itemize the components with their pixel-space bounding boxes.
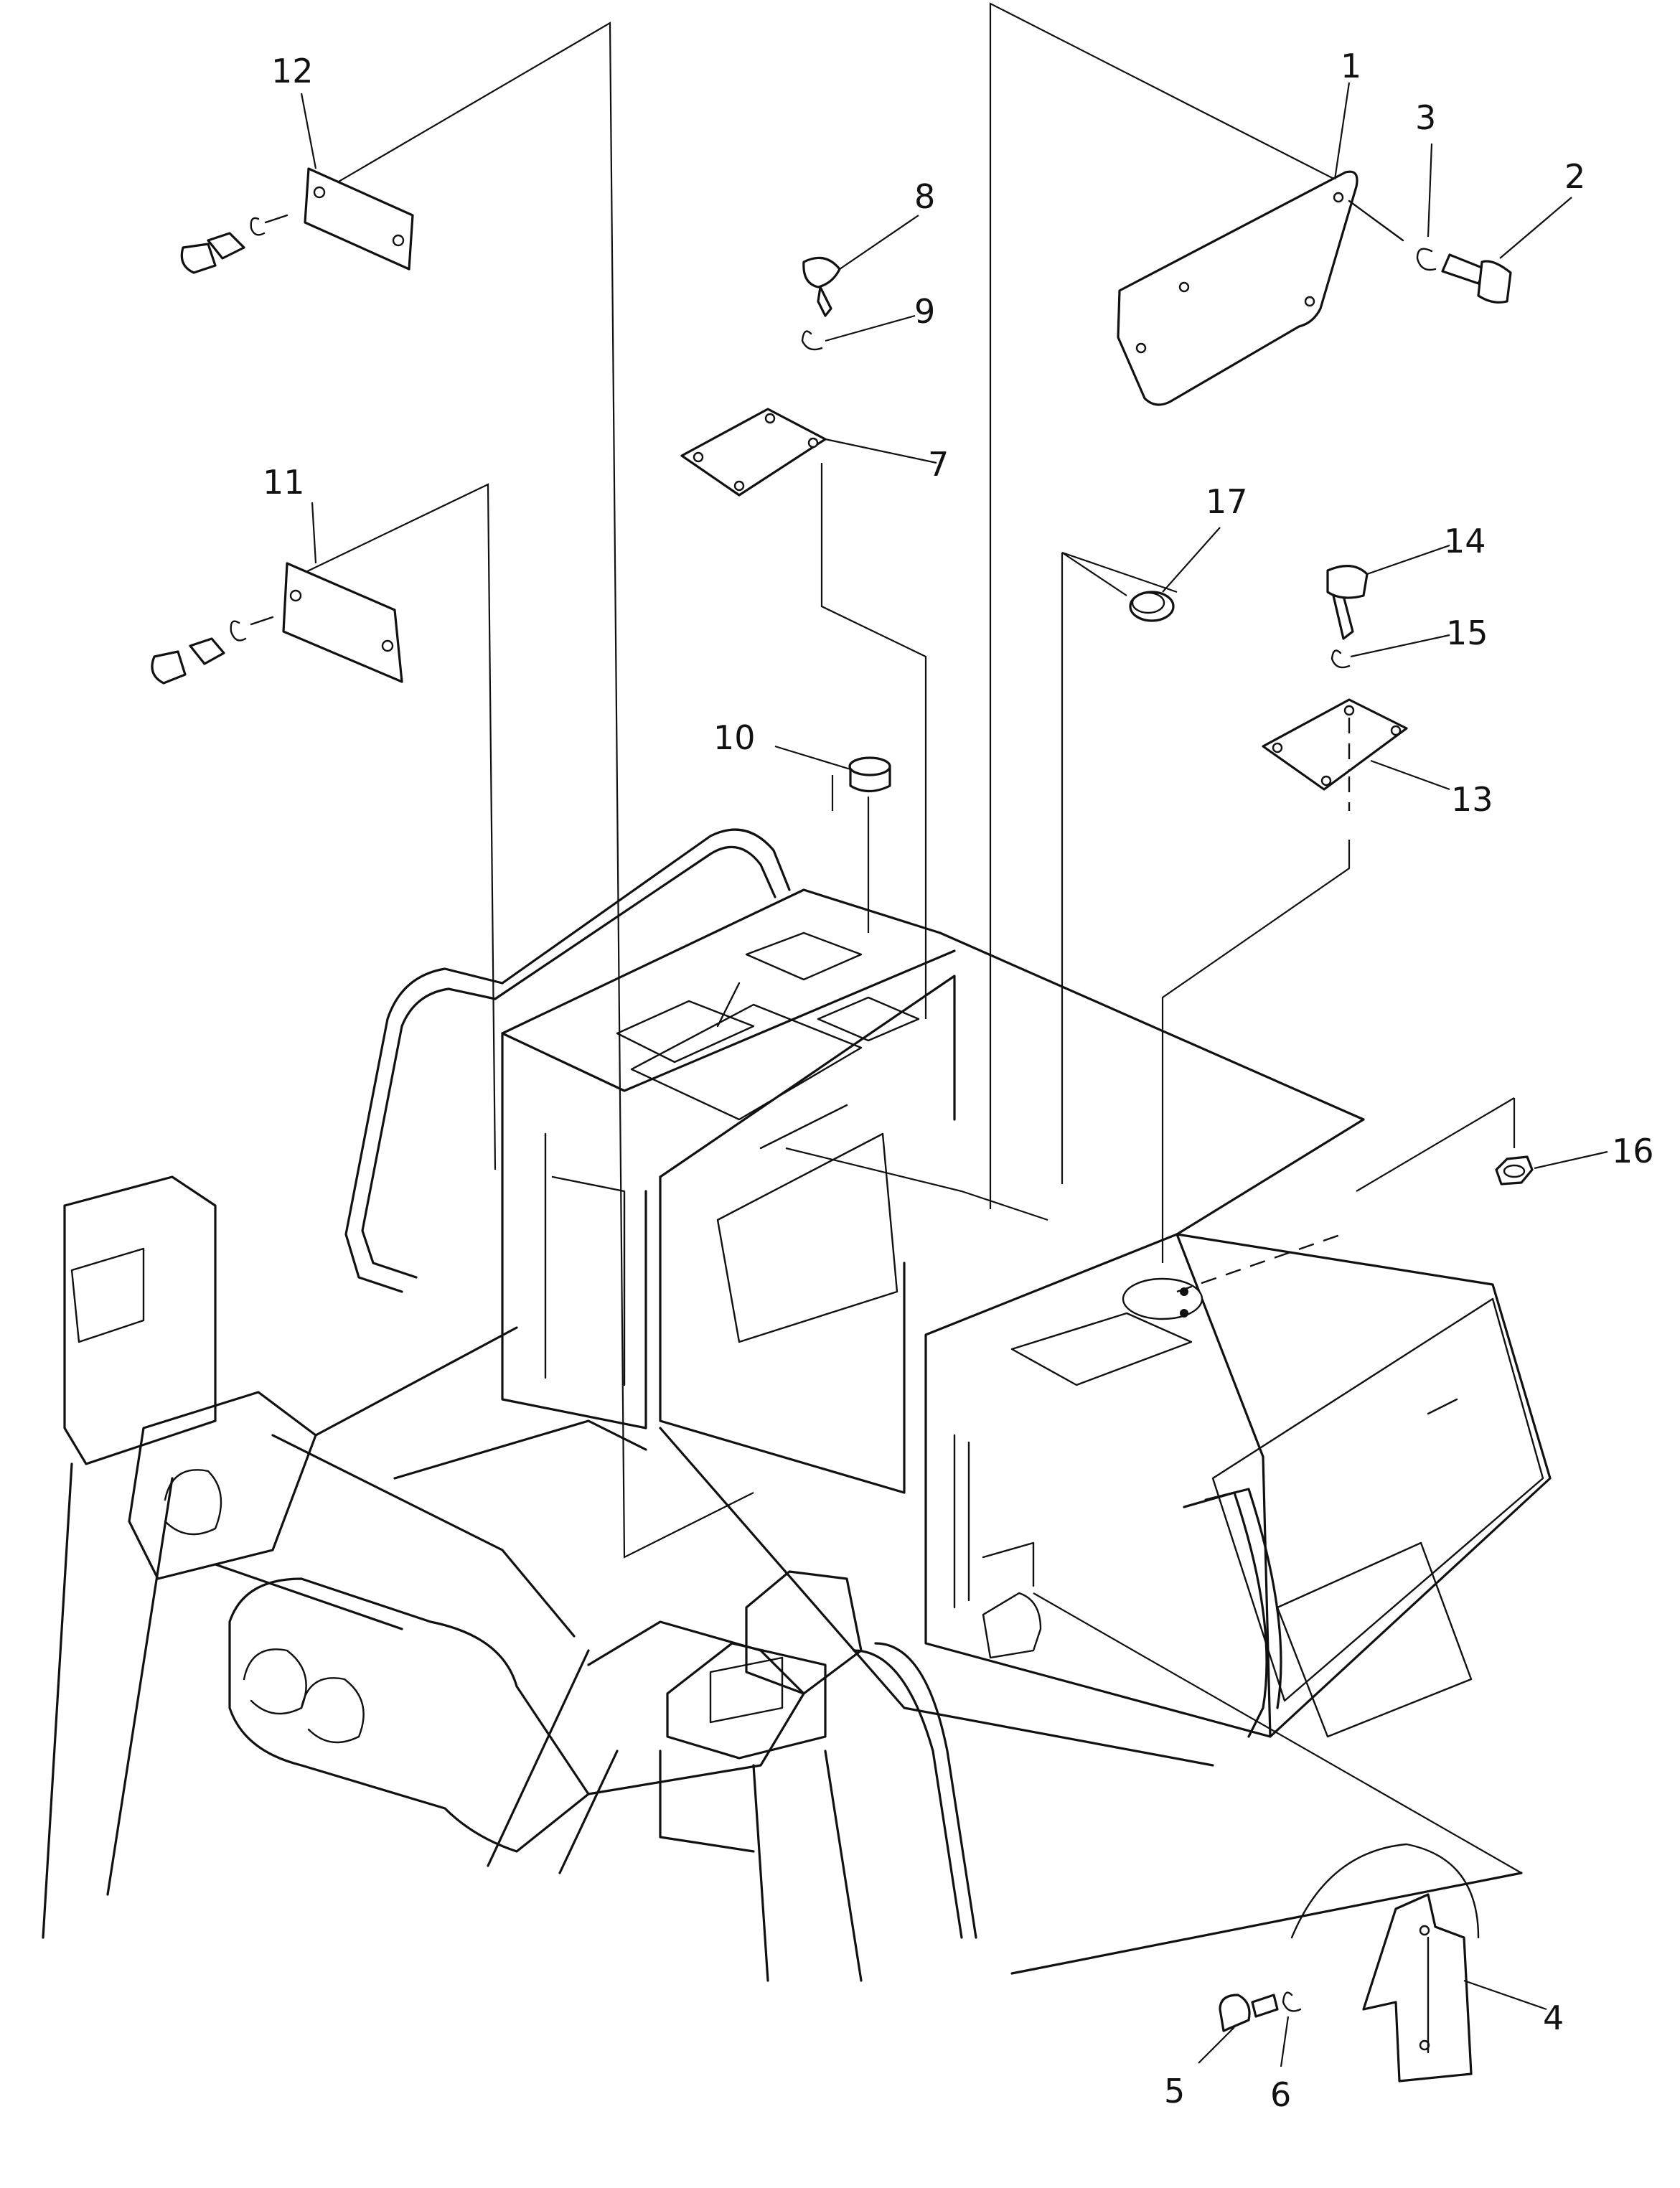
callout-1: 1 — [1341, 47, 1361, 85]
callout-3: 3 — [1415, 98, 1436, 137]
part-1-cover-plate-assembly — [1117, 170, 1512, 406]
callout-12: 12 — [271, 52, 314, 90]
part-17-plug — [1129, 591, 1175, 622]
callout-5: 5 — [1164, 2072, 1185, 2110]
callout-7: 7 — [928, 445, 949, 484]
callout-numbers: 1 2 3 4 5 6 7 8 9 10 11 12 13 14 15 16 1… — [263, 47, 1654, 2114]
callout-15: 15 — [1446, 614, 1488, 652]
part-7-cover-assembly — [680, 256, 841, 497]
callout-leaders — [300, 82, 1608, 2067]
machine-frame — [42, 828, 1552, 1982]
part-13-cover-assembly — [1262, 565, 1408, 791]
callout-8: 8 — [914, 177, 935, 216]
callout-9: 9 — [914, 292, 935, 331]
callout-11: 11 — [263, 463, 305, 502]
callout-4: 4 — [1543, 1999, 1564, 2037]
callout-16: 16 — [1612, 1132, 1654, 1170]
callout-14: 14 — [1444, 522, 1486, 560]
callout-13: 13 — [1451, 780, 1493, 819]
part-4-bracket-assembly — [1219, 1893, 1473, 2083]
callout-17: 17 — [1206, 482, 1248, 521]
callout-6: 6 — [1270, 2075, 1291, 2114]
callout-2: 2 — [1564, 157, 1585, 196]
callout-10: 10 — [713, 718, 756, 757]
part-16-nut — [1495, 1155, 1534, 1185]
part-12-plate-assembly — [180, 167, 414, 274]
part-10-plug — [848, 756, 891, 793]
part-11-plate-assembly — [151, 562, 403, 685]
projection-lines — [301, 2, 1522, 1874]
